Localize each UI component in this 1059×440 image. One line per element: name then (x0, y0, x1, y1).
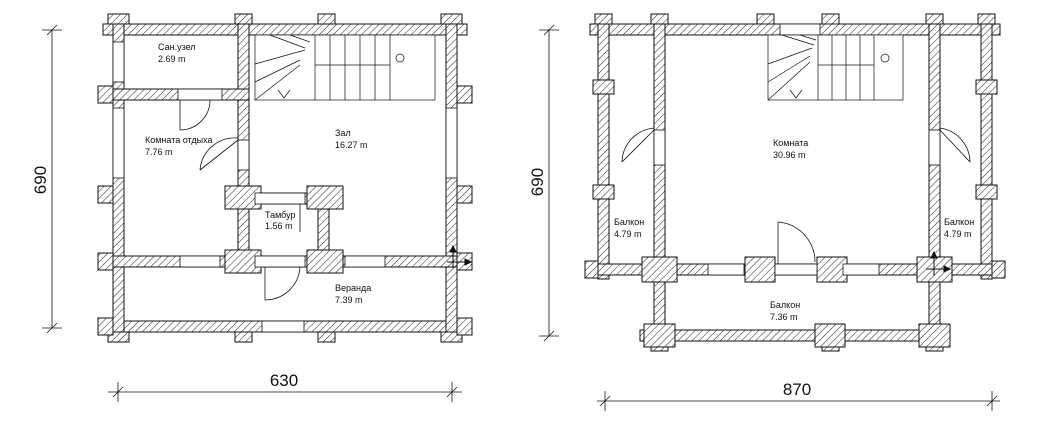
left-width-dimension: 630 (270, 371, 298, 390)
room-name: Сан.узел (158, 42, 196, 52)
room-name: Тамбур (265, 210, 296, 220)
left-compass-icon (447, 244, 473, 268)
right-width-dimension: 870 (783, 380, 811, 399)
room-name: Балкон (770, 300, 800, 310)
right-stairs (767, 34, 904, 101)
right-floor-plan: Комната 30.96 m Балкон 4.79 m Балкон 4.7… (528, 13, 1006, 411)
room-area: 2.69 m (158, 54, 186, 64)
left-wall-ends (97, 13, 473, 343)
room-area: 4.79 m (614, 229, 642, 239)
left-stairs (254, 34, 436, 101)
room-area: 16.27 m (335, 140, 368, 150)
room-name: Комната отдыха (145, 135, 213, 145)
right-dimensions (539, 24, 1000, 411)
room-area: 1.56 m (265, 221, 293, 231)
right-compass-icon (926, 250, 952, 276)
right-doors (621, 127, 971, 276)
room-name: Балкон (614, 217, 644, 227)
room-name: Комната (773, 138, 808, 148)
right-wall-ends (584, 13, 1006, 352)
left-windows (112, 41, 458, 333)
left-doors (177, 88, 306, 301)
room-area: 7.39 m (335, 295, 363, 305)
left-dimensions (42, 24, 462, 402)
left-floor-plan: Сан.узел 2.69 m Комната отдыха 7.76 m За… (31, 13, 473, 402)
room-area: 4.79 m (944, 229, 972, 239)
room-area: 30.96 m (773, 150, 806, 160)
room-area: 7.36 m (770, 312, 798, 322)
room-area: 7.76 m (145, 147, 173, 157)
right-height-dimension: 690 (528, 168, 547, 196)
right-room-labels: Комната 30.96 m Балкон 4.79 m Балкон 4.7… (614, 138, 974, 322)
left-room-labels: Сан.узел 2.69 m Комната отдыха 7.76 m За… (145, 42, 371, 305)
room-name: Веранда (335, 283, 371, 293)
left-height-dimension: 690 (31, 166, 50, 194)
room-name: Зал (335, 128, 351, 138)
room-name: Балкон (944, 217, 974, 227)
